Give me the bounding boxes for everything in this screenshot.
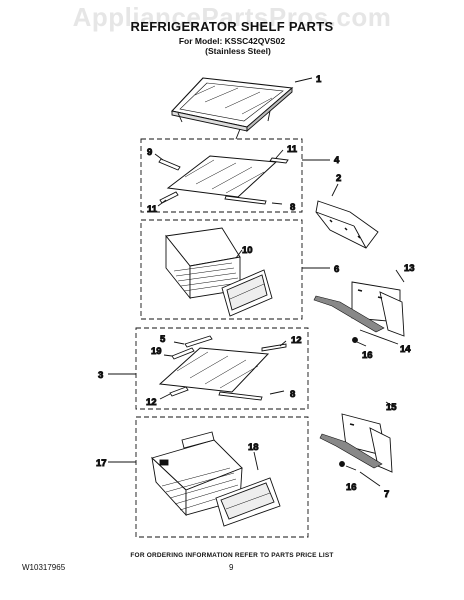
- callout-12-lower: 12: [146, 397, 157, 408]
- group-box-6: [140, 219, 303, 320]
- model-number: For Model: KSSC42QVS02: [178, 36, 286, 46]
- callout-19: 19: [151, 346, 162, 357]
- leader-1: [294, 77, 313, 83]
- callout-12-upper: 12: [291, 335, 302, 346]
- callout-16-upper: 16: [362, 350, 373, 361]
- lower-crisper-cover: [215, 477, 281, 527]
- group-box-17: [135, 416, 309, 538]
- callout-16-lower: 16: [346, 482, 357, 493]
- upper-crisper-pan: [165, 227, 241, 300]
- upper-crisper-cover: [221, 269, 273, 317]
- callout-7: 7: [384, 489, 389, 500]
- callout-10: 10: [242, 245, 253, 256]
- ordering-note: FOR ORDERING INFORMATION REFER TO PARTS …: [130, 552, 334, 559]
- glass-shelf-insert-lower: [158, 335, 287, 401]
- callout-11-lower: 11: [147, 204, 158, 215]
- top-glass-shelf: [170, 77, 294, 140]
- callout-8-lower: 8: [290, 389, 295, 400]
- glass-shelf-insert-upper: [158, 155, 289, 205]
- callout-8-upper: 8: [290, 202, 295, 213]
- callout-11-upper: 11: [287, 144, 298, 155]
- callout-6: 6: [334, 264, 339, 275]
- page-number: 9: [229, 563, 234, 572]
- model-variant: (Stainless Steel): [205, 46, 271, 56]
- crisper-slide-bracket-lower: [319, 413, 393, 473]
- screw-upper: [352, 337, 358, 343]
- callout-15: 15: [386, 402, 397, 413]
- callout-3: 3: [98, 370, 103, 381]
- group-box-3: [135, 327, 309, 410]
- callout-18: 18: [248, 442, 259, 453]
- callout-4: 4: [334, 155, 340, 166]
- page-title: REFRIGERATOR SHELF PARTS: [130, 19, 334, 34]
- callout-13: 13: [404, 263, 415, 274]
- crisper-slide-bracket-upper: [313, 281, 405, 337]
- watermark: AppliancePartsPros.com: [72, 2, 392, 32]
- callout-5: 5: [160, 334, 166, 345]
- shelf-bracket: [315, 200, 379, 249]
- document-number: W10317965: [22, 563, 66, 572]
- group-box-4: [140, 138, 303, 213]
- callout-14: 14: [400, 344, 411, 355]
- callout-1: 1: [316, 74, 322, 85]
- screw-lower: [339, 461, 345, 467]
- callout-9: 9: [147, 147, 152, 158]
- callout-17: 17: [96, 458, 107, 469]
- callout-2: 2: [336, 173, 341, 184]
